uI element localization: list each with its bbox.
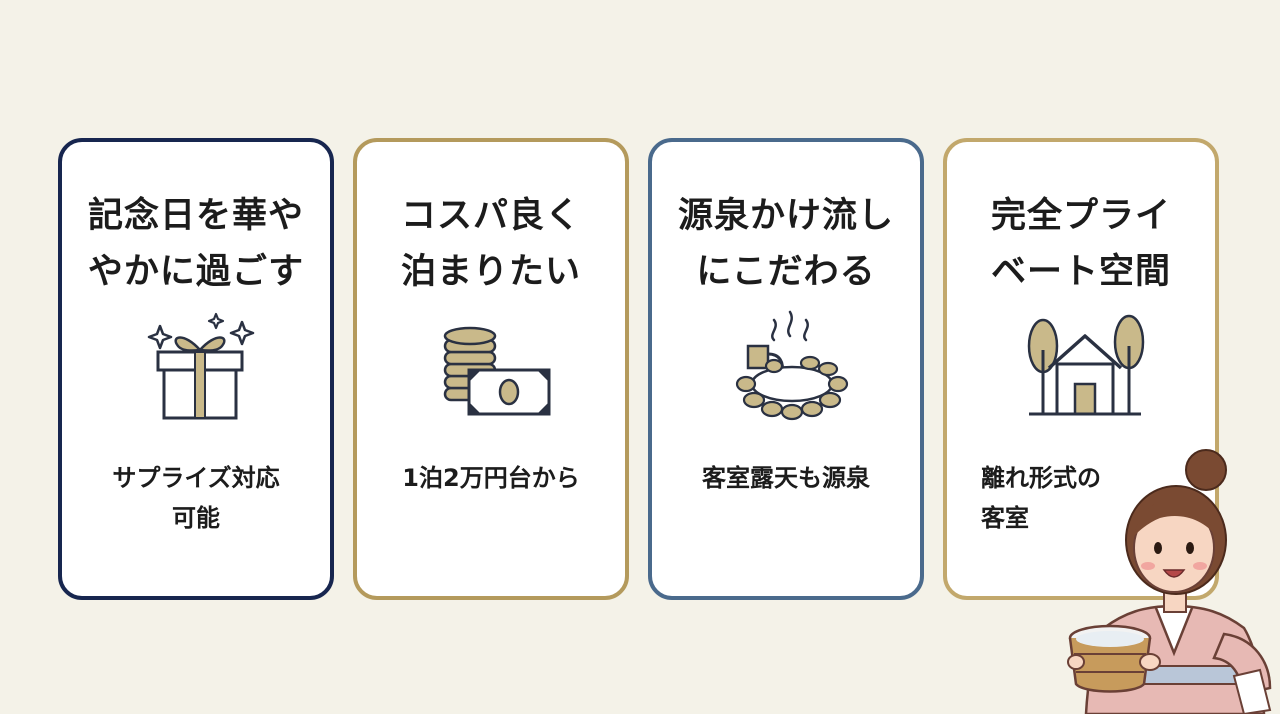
card-title: 記念日を華や やかに過ごす <box>62 188 330 300</box>
card-description-line: 1泊2万円台から <box>402 464 580 492</box>
card-title-line: やかに過ごす <box>87 252 305 292</box>
hot-spring-bath-icon <box>735 310 849 421</box>
card-description: 離れ形式の 客室 <box>947 458 1215 538</box>
card-description-line: 客室 <box>981 504 1029 532</box>
yukata-woman-illustration <box>1067 449 1272 714</box>
card-description: 客室露天も源泉 <box>652 458 920 498</box>
card-description-line: サプライズ対応 <box>112 464 280 492</box>
house-with-trees-icon <box>1027 314 1145 416</box>
feature-card-value: コスパ良く 泊まりたい 1泊2万円台から <box>353 138 629 600</box>
card-title: 完全プライ ベート空間 <box>947 188 1215 300</box>
card-title-line: コスパ良く <box>400 196 581 236</box>
card-description-line: 可能 <box>172 504 220 532</box>
card-title: 源泉かけ流し にこだわる <box>652 188 920 300</box>
feature-card-hot-spring: 源泉かけ流し にこだわる <box>648 138 924 600</box>
card-description-line: 離れ形式の <box>981 464 1101 492</box>
card-title-line: ベート空間 <box>990 252 1171 292</box>
card-title-line: にこだわる <box>696 252 876 292</box>
card-title-line: 完全プライ <box>990 196 1171 236</box>
card-description: サプライズ対応 可能 <box>62 458 330 538</box>
card-title: コスパ良く 泊まりたい <box>357 188 625 300</box>
card-description: 1泊2万円台から <box>357 458 625 498</box>
feature-card-anniversary: 記念日を華や やかに過ごす サプライズ対応 可能 <box>58 138 334 600</box>
card-description-line: 客室露天も源泉 <box>702 464 870 492</box>
coins-and-banknote-icon <box>443 326 551 416</box>
card-title-line: 泊まりたい <box>400 252 581 292</box>
card-title-line: 記念日を華や <box>87 196 304 236</box>
card-title-line: 源泉かけ流し <box>677 196 894 236</box>
gift-icon <box>147 312 255 420</box>
